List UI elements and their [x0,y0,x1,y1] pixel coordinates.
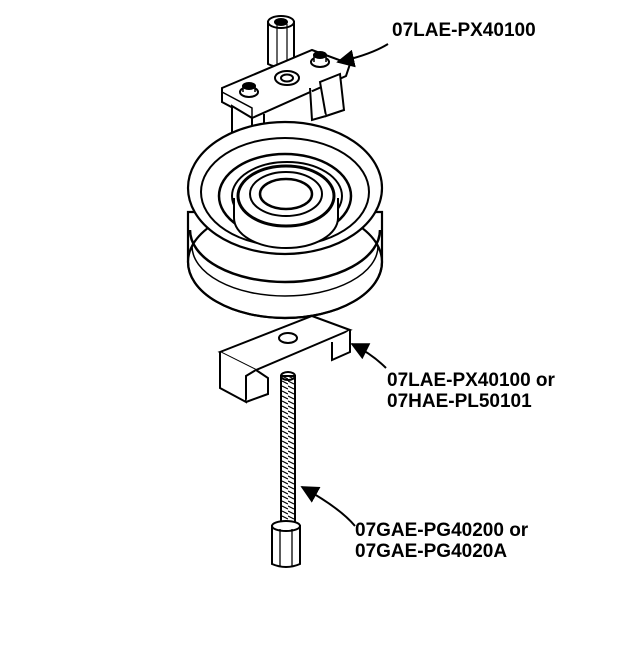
pulley [186,120,384,320]
arrow-lower-tool [350,343,387,369]
leader-arrows [300,43,389,527]
top-right-leg [318,72,346,118]
left-screw [239,82,259,98]
callout-top-tool-line-1: 07LAE-PX40100 [392,20,536,41]
callout-bolt-tool-line-1: 07GAE-PG40200 or [355,520,529,541]
lower-u-tool [217,314,353,404]
arrow-bolt [300,486,356,527]
callout-bolt-tool-line-2: 07GAE-PG4020A [355,541,508,562]
threaded-bolt [271,371,301,568]
callout-top-tool: 07LAE-PX40100 [392,20,536,41]
arrow-top-tool [336,43,389,68]
right-screw [310,51,330,68]
callout-lower-tool-line-2: 07HAE-PL50101 [387,391,532,412]
callout-lower-tool-line-1: 07LAE-PX40100 or [387,370,555,391]
callout-lower-tool: 07LAE-PX40100 or 07HAE-PL50101 [387,370,555,412]
callout-bolt-tool: 07GAE-PG40200 or 07GAE-PG4020A [355,520,528,562]
top-puller-tool [221,15,352,148]
